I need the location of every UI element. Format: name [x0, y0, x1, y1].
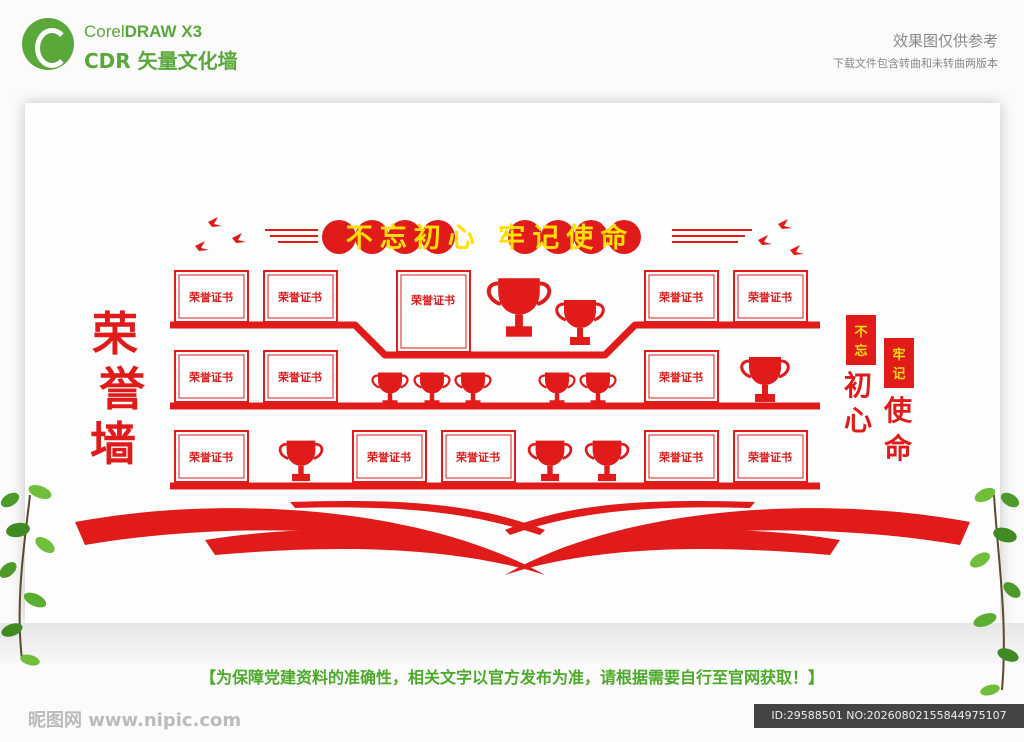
svg-text:荣誉证书: 荣誉证书 [188, 370, 233, 384]
certificate: 荣誉证书 [644, 270, 719, 323]
certificate-grid: 荣誉证书 荣誉证书 荣誉证书 荣誉证书 荣誉证书 荣誉证书 荣誉证书 荣誉证书 … [174, 270, 808, 483]
svg-text:不: 不 [854, 325, 867, 340]
svg-text:荣誉证书: 荣誉证书 [188, 450, 233, 464]
certificate: 荣誉证书 [174, 350, 249, 403]
certificate: 荣誉证书 [174, 270, 249, 323]
svg-text:荣誉证书: 荣誉证书 [658, 290, 703, 304]
site-watermark: 昵图网 www.nipic.com [28, 710, 242, 731]
certificate: 荣誉证书 [441, 430, 516, 483]
honor-wall-calligraphy: 荣 誉 墙 [90, 307, 146, 471]
ribbon-base [75, 500, 970, 575]
svg-text:记: 记 [892, 367, 905, 382]
certificate: 荣誉证书 [733, 270, 808, 323]
svg-text:忘: 忘 [854, 343, 867, 359]
svg-text:墙: 墙 [90, 417, 136, 471]
footer: 昵图网 www.nipic.com ID:29588501 NO:2026080… [0, 700, 1024, 742]
trophy-icon [740, 355, 790, 404]
trophy-icon [486, 276, 552, 339]
certificate: 荣誉证书 [174, 430, 249, 483]
header-decor [195, 217, 804, 255]
preview-note: 效果图仅供参考 下载文件包含转曲和未转曲两版本 [833, 30, 998, 71]
plant-right-icon [970, 487, 1021, 696]
floor [0, 623, 1024, 663]
svg-text:荣誉证书: 荣誉证书 [410, 293, 455, 307]
svg-text:荣誉证书: 荣誉证书 [747, 450, 792, 464]
svg-text:初: 初 [844, 369, 872, 402]
certificate: 荣誉证书 [733, 430, 808, 483]
svg-text:荣誉证书: 荣誉证书 [658, 370, 703, 384]
shelves [170, 321, 820, 490]
svg-text:荣誉证书: 荣誉证书 [455, 450, 500, 464]
svg-text:荣誉证书: 荣誉证书 [188, 290, 233, 304]
svg-text:荣誉证书: 荣誉证书 [658, 450, 703, 464]
disclaimer-banner: 【为保障党建资料的准确性，相关文字以官方发布为准，请根据需要自行至官网获取！】 [199, 668, 824, 687]
certificate: 荣誉证书 [396, 270, 471, 353]
svg-text:使: 使 [883, 394, 913, 427]
svg-text:荣誉证书: 荣誉证书 [277, 290, 322, 304]
right-slogan: 不 忘 牢 记 初 心 使 命 [844, 315, 914, 465]
svg-text:荣誉证书: 荣誉证书 [747, 290, 792, 304]
image-id: ID:29588501 NO:20260802155844975107 [754, 704, 1024, 728]
svg-text:牢: 牢 [892, 347, 905, 363]
brand-logo: CorelDRAW X3 CDR 矢量文化墙 [22, 18, 282, 78]
note-line1: 效果图仅供参考 [892, 32, 998, 50]
trophy-icon [278, 439, 324, 483]
trophy-icon [527, 439, 573, 483]
brand-line1: CorelDRAW X3 [84, 22, 203, 41]
certificate: 荣誉证书 [263, 350, 338, 403]
trophy-icon [555, 298, 605, 347]
header-title-badges [322, 220, 641, 254]
certificate: 荣誉证书 [644, 430, 719, 483]
svg-text:誉: 誉 [99, 362, 146, 416]
svg-text:荣誉证书: 荣誉证书 [277, 370, 322, 384]
trophy-icon [454, 371, 492, 408]
svg-text:荣誉证书: 荣誉证书 [366, 450, 411, 464]
brand-line2: CDR 矢量文化墙 [84, 49, 238, 73]
trophy-icon [538, 371, 576, 408]
note-line2: 下载文件包含转曲和未转曲两版本 [833, 57, 998, 70]
trophy-icon [584, 439, 630, 483]
certificate: 荣誉证书 [263, 270, 338, 323]
plant-left-icon [0, 485, 55, 666]
svg-text:命: 命 [884, 432, 913, 465]
certificate: 荣誉证书 [352, 430, 427, 483]
header-title: 不忘初心 牢记使命 [346, 222, 634, 254]
trophy-icon [413, 371, 451, 408]
trophy-icon [371, 371, 409, 408]
trophy-icon [579, 371, 617, 408]
svg-text:心: 心 [844, 404, 872, 437]
certificate: 荣誉证书 [644, 350, 719, 403]
coreldraw-logo-icon [22, 18, 74, 70]
svg-text:荣: 荣 [92, 307, 138, 361]
